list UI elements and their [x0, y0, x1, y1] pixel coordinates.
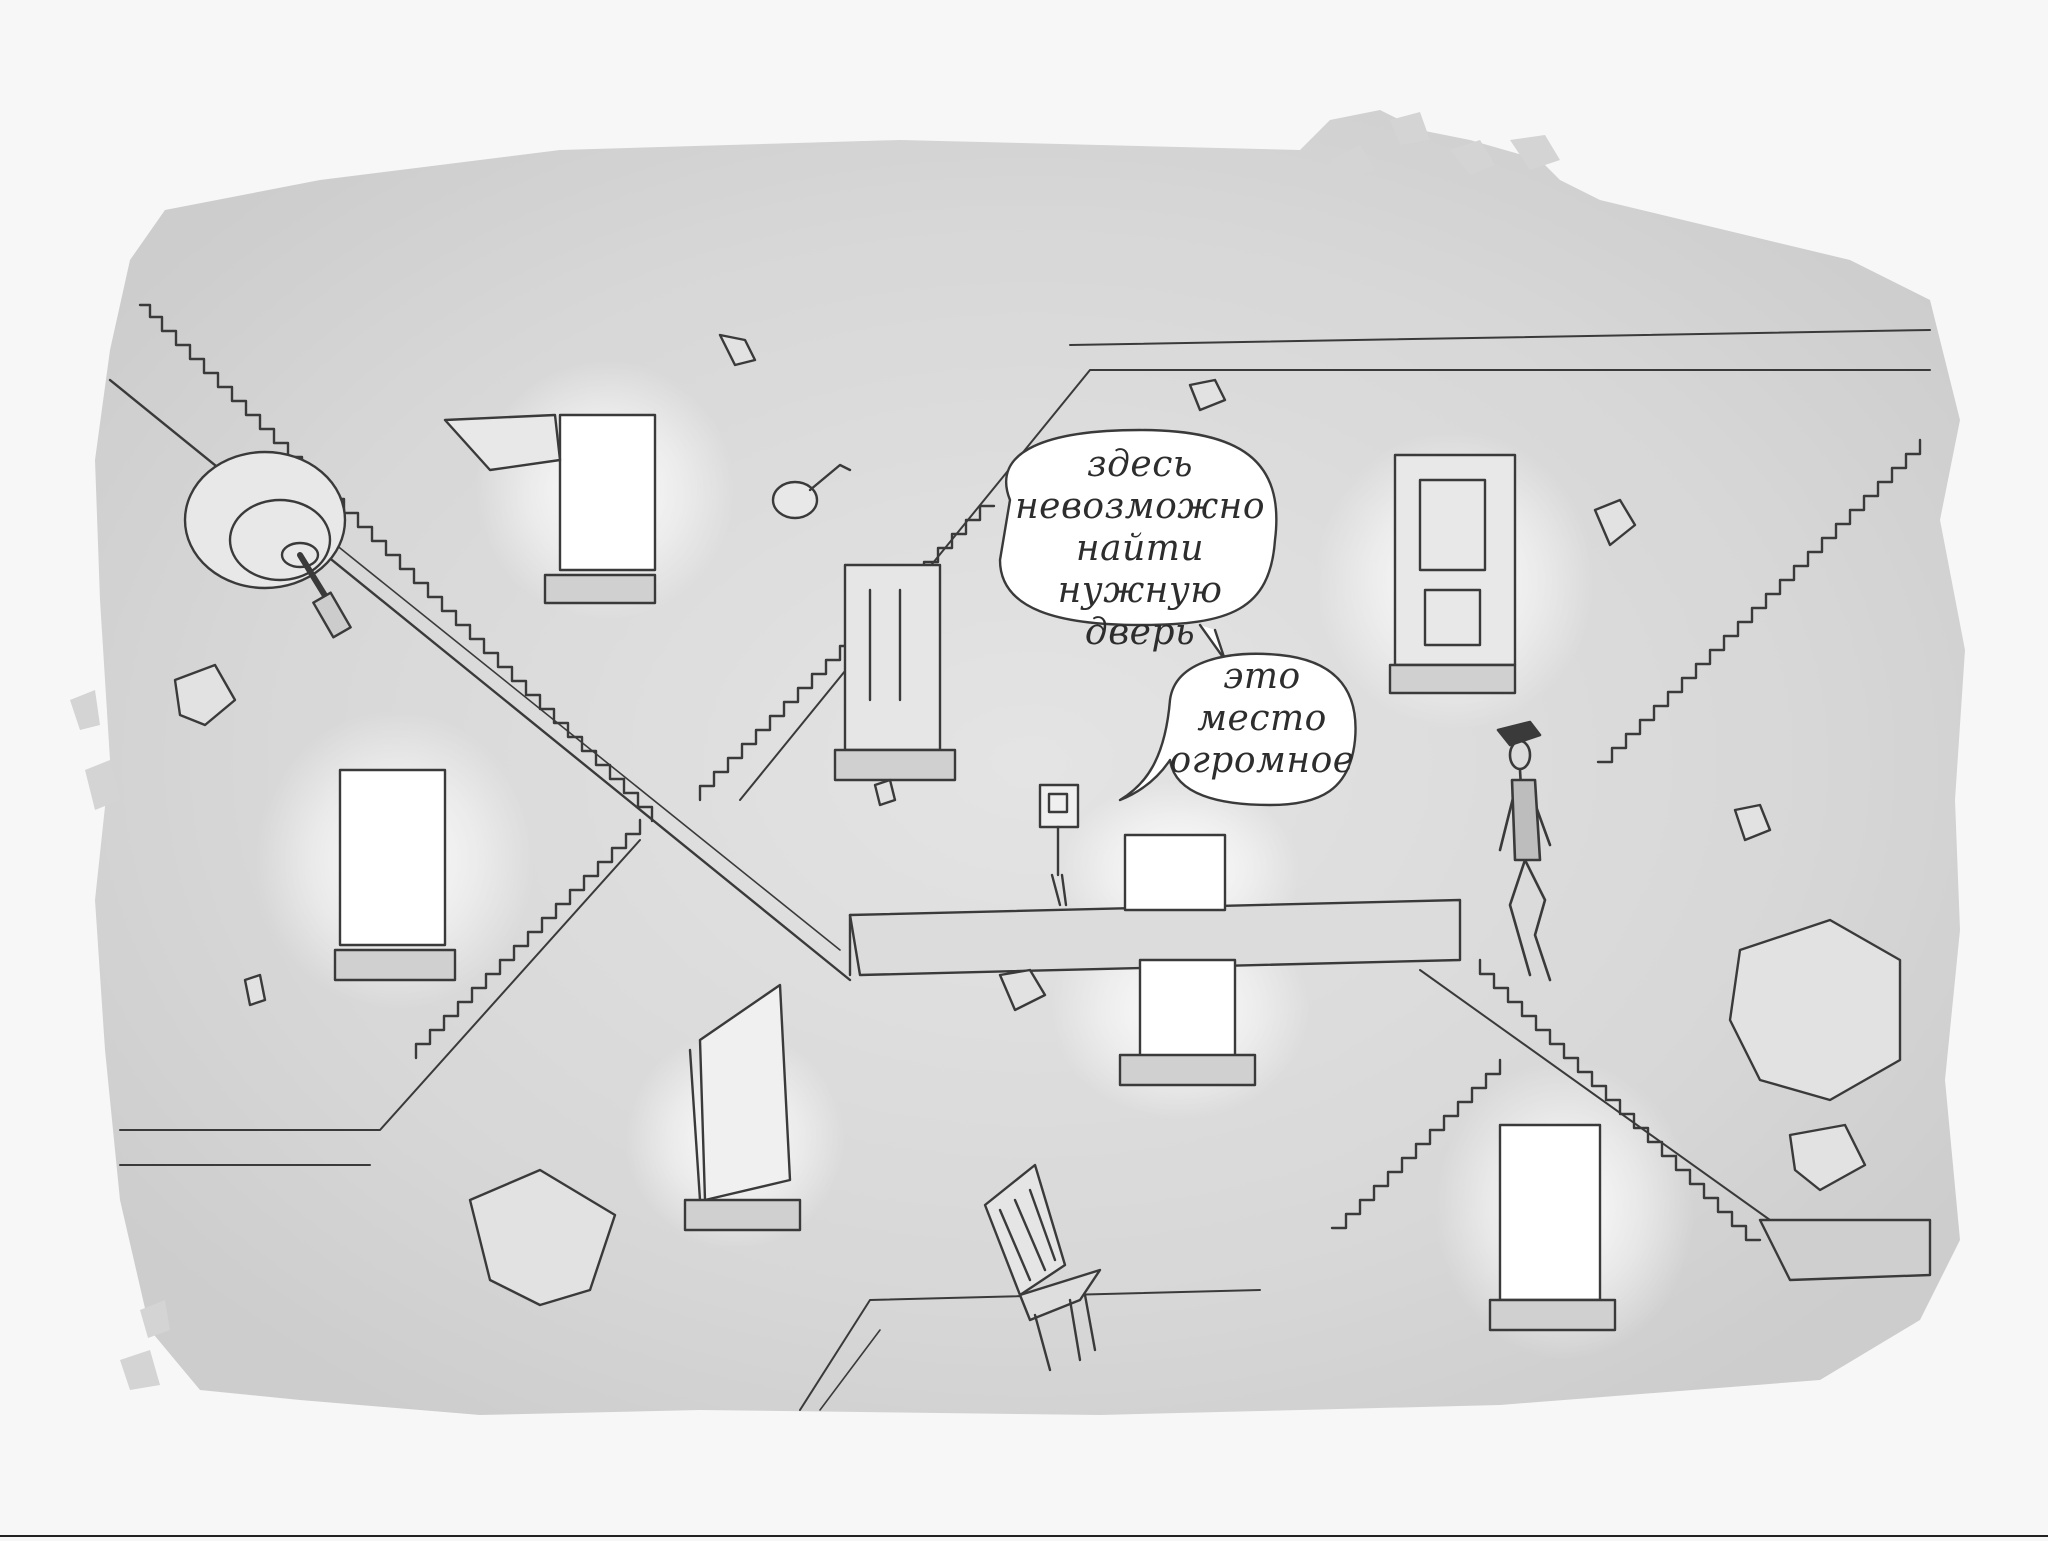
- window-left-middle: [333, 768, 457, 982]
- speech-line: это: [1223, 656, 1301, 697]
- speech-line: место: [1197, 698, 1327, 739]
- small-box-head-figure: [1038, 783, 1080, 907]
- speech-line: огромное: [1169, 740, 1355, 781]
- speech-line: найти нужную: [1057, 528, 1223, 611]
- window-center-lower: [1118, 958, 1257, 1087]
- floating-slab-right: [1758, 1218, 1932, 1282]
- speech-bubble-1-text: здесь невозможно найти нужную дверь: [995, 444, 1285, 654]
- staircase-lower-middle: [1330, 1058, 1502, 1230]
- window-upper-left: [443, 413, 657, 605]
- door-upper-center: [833, 563, 957, 782]
- speech-bubble-2: [1118, 652, 1357, 807]
- speech-line: невозможно: [1014, 486, 1266, 527]
- speech-line: здесь: [1086, 444, 1194, 485]
- speech-line: дверь: [1084, 612, 1196, 653]
- staircase-upper-right: [1596, 438, 1922, 764]
- staircase-lower-right: [1478, 958, 1762, 1242]
- chair: [983, 1163, 1102, 1372]
- window-center-small: [1123, 833, 1227, 912]
- staircase-upper-middle: [698, 504, 996, 802]
- ceiling-lamp: [183, 450, 352, 639]
- man-in-hat: [1496, 720, 1552, 982]
- small-creature: [771, 463, 852, 520]
- central-floor-platform: [848, 898, 1462, 977]
- bottom-border: [0, 1535, 2048, 1537]
- door-lower-left: [683, 983, 802, 1232]
- paper-fragments: [70, 112, 1560, 1390]
- window-lower-right: [1488, 1123, 1617, 1332]
- door-upper-right: [1388, 453, 1517, 695]
- speech-bubble-2-text: это место огромное: [1162, 656, 1362, 782]
- floating-rocks: [173, 333, 1902, 1307]
- staircase-lower-left: [414, 818, 642, 1060]
